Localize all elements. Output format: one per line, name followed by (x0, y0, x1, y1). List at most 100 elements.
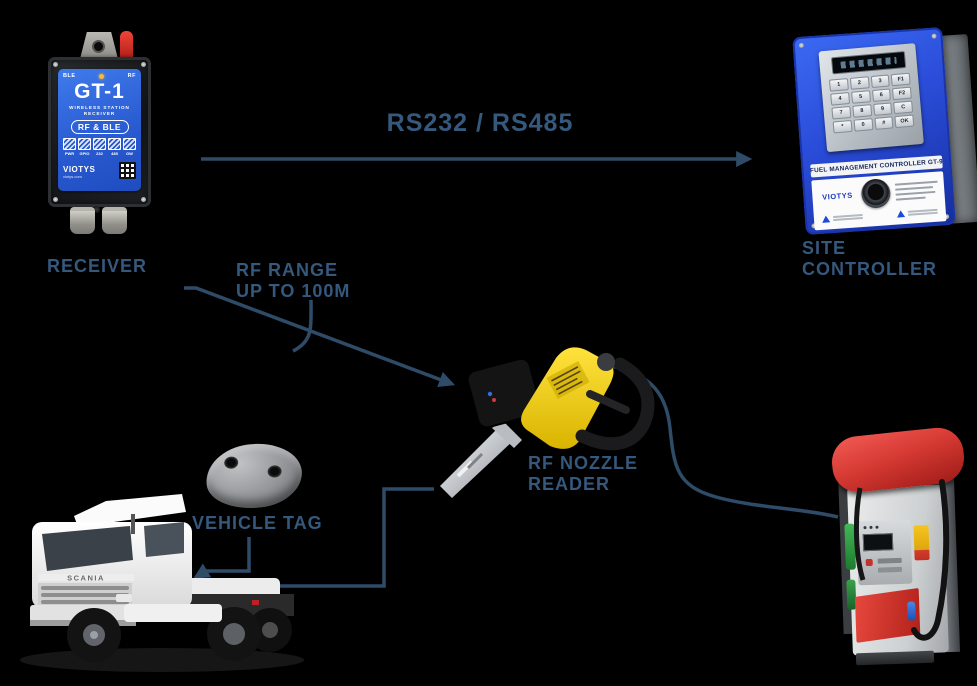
bus-label: RS232 / RS485 (386, 109, 574, 137)
truck: SCANIA (12, 482, 312, 678)
wheel-hub (223, 623, 245, 645)
brand-site: viotys.com (63, 174, 82, 179)
truck-side-window (144, 522, 184, 557)
keypad-key: 9 (872, 102, 893, 116)
controller-display (830, 51, 906, 75)
grille-slat (41, 586, 129, 590)
keypad-key: 3 (870, 74, 891, 89)
controller-cabinet: 1 2 3 F1 4 5 6 F2 7 8 9 C * 0 # OK (792, 27, 956, 235)
mounting-tab (80, 32, 118, 59)
nozzle-to-dispenser-line (600, 362, 839, 519)
bolt-icon (93, 206, 100, 213)
site-controller-caption: SITE CONTROLLER (802, 238, 937, 279)
rf-ble-badge: RF & BLE (70, 120, 129, 134)
model-name: GT-1 (74, 80, 125, 103)
port-icon (108, 138, 121, 150)
dispenser-hoses (853, 479, 950, 641)
vehicle-tag-caption: VEHICLE TAG (192, 513, 323, 533)
status-led (99, 73, 105, 79)
mounting-hole (94, 42, 103, 51)
nozzle-guard-handle (575, 357, 655, 451)
fuel-dispenser (826, 425, 976, 668)
nozzle-body (521, 347, 614, 449)
keypad-key: 7 (831, 105, 852, 120)
card-reader-target (860, 178, 892, 209)
reader-led-blue (487, 391, 493, 397)
rf-range-arrow (184, 286, 456, 388)
cable-gland (70, 207, 95, 234)
port-label: GPIO (79, 151, 90, 156)
keypad: 1 2 3 F1 4 5 6 F2 7 8 9 C * 0 # OK (828, 72, 915, 134)
tag-to-truck-line (193, 537, 251, 579)
keypad-key: # (873, 116, 894, 130)
notice-block (896, 207, 938, 218)
rf-range-label: RF RANGE UP TO 100M (236, 260, 350, 302)
subtitle-line1: WIRELESS STATION (69, 105, 130, 110)
grille-slat (41, 600, 129, 604)
tag-screw-hole (223, 455, 239, 470)
hose-fitting (597, 353, 615, 371)
truck-brand-badge: SCANIA (67, 574, 105, 583)
site-controller-device: 1 2 3 F1 4 5 6 F2 7 8 9 C * 0 # OK (792, 26, 977, 242)
port-icon (63, 138, 76, 150)
cable-gland (102, 207, 127, 234)
screw-icon (141, 62, 146, 67)
port-row: PWR GPIO 232 485 GW (63, 138, 136, 156)
spout-collar (492, 420, 522, 448)
receiver-front-panel: BLE RF GT-1 WIRELESS STATION RECEIVER RF… (58, 69, 141, 191)
spout-ring (466, 452, 484, 470)
keypad-key: 4 (830, 92, 850, 106)
screw-icon (931, 33, 937, 39)
port-label: 232 (96, 151, 103, 156)
brand-logo: VIOTYS (821, 190, 853, 202)
keypad-key: 2 (849, 76, 870, 90)
truck-shadow (20, 648, 304, 672)
port-label: GW (126, 151, 133, 156)
keypad-key: OK (894, 114, 915, 129)
screw-icon (141, 197, 146, 202)
keypad-key: 6 (871, 88, 892, 103)
keypad-key: F2 (892, 86, 912, 101)
screw-icon (798, 42, 805, 49)
rf-range-label-connector (292, 299, 313, 353)
truck-windshield (42, 526, 133, 571)
keypad-key: 8 (852, 104, 872, 118)
nozzle-reader-caption: RF NOZZLE READER (528, 453, 638, 494)
controller-lower-panel: VIOTYS (811, 171, 947, 231)
keypad-key: F1 (890, 72, 911, 87)
screw-icon (53, 62, 58, 67)
port-label: 485 (111, 151, 118, 156)
port-label: PWR (64, 151, 75, 156)
nozzle-lever (586, 390, 630, 414)
truck-grille-band (38, 574, 134, 581)
warning-icon (821, 215, 831, 223)
wheel-hub (262, 622, 278, 638)
instruction-lines (894, 178, 939, 204)
notice-block (821, 212, 864, 223)
rf-reader-box (466, 357, 542, 429)
port-icon (93, 138, 106, 150)
screw-icon (53, 197, 58, 202)
grille-slat (41, 593, 129, 597)
keypad-key: * (832, 119, 853, 134)
ble-label: BLE (63, 73, 76, 79)
keypad-key: 1 (828, 78, 849, 92)
port-icon (78, 138, 91, 150)
wheel-cap (90, 631, 98, 639)
qr-code-icon (119, 162, 136, 179)
truck-roof-deflector (74, 494, 186, 527)
rf-label: RF (127, 73, 136, 79)
truck-lower-skirt (124, 604, 222, 622)
truck-mirror (131, 514, 135, 534)
gt1-receiver-device: BLE RF GT-1 WIRELESS STATION RECEIVER RF… (44, 30, 156, 234)
nozzle-spout (440, 426, 514, 498)
receiver-caption: RECEIVER (47, 256, 148, 276)
rf-range-line1: RF RANGE (236, 260, 338, 280)
brand-logo: VIOTYS (63, 165, 96, 174)
nozzle-sticker (546, 360, 590, 400)
truck-marker-light (252, 600, 259, 605)
reader-led-red (492, 398, 496, 402)
keypad-key: 0 (853, 118, 874, 132)
